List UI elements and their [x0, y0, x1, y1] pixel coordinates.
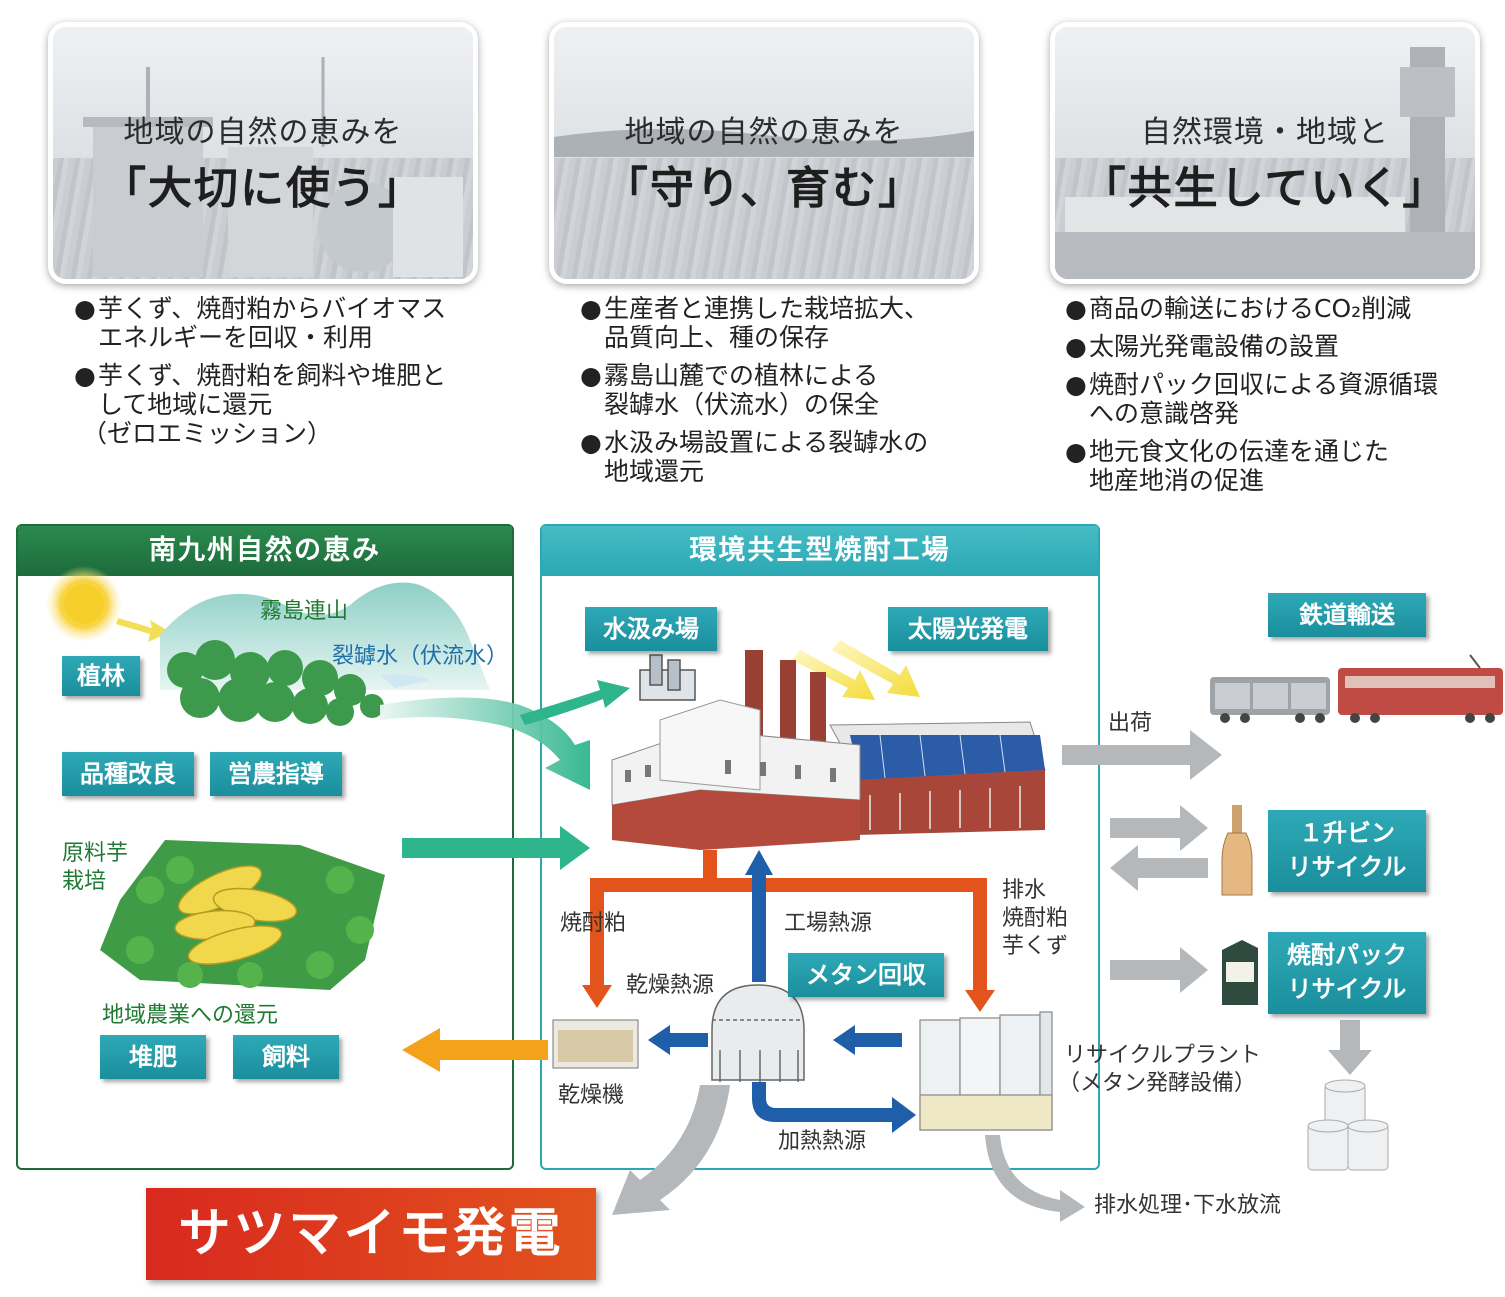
train-icon: [1210, 654, 1503, 723]
factory-icon: [611, 650, 1046, 850]
water-station-label: 水汲み場: [585, 607, 717, 651]
sweet-potato-icon: [174, 865, 298, 965]
solar-ray-1: [792, 650, 875, 700]
plant-label-line1: リサイクルプラント: [1064, 1043, 1261, 1068]
toilet-paper-icon: [1307, 1079, 1389, 1171]
bottle-in-arrow: [1110, 845, 1208, 891]
bullet-item: ●芋くず、焼酎粕を飼料や堆肥と して地域に還元 （ゼロエミッション）: [74, 361, 447, 448]
bottle-recycle-line1: １升ビン: [1299, 819, 1395, 847]
ship-label: 出荷: [1108, 711, 1153, 736]
bottle-recycle-line2: リサイクル: [1287, 853, 1407, 881]
feed-label: 飼料: [233, 1035, 339, 1079]
card-coexist: 自然環境・地域と 「共生していく」: [1050, 22, 1480, 284]
pack-recycle-line1: 焼酎パック: [1287, 941, 1407, 969]
drying-heat-arrow: [668, 1033, 708, 1047]
drain-label: 排水処理･下水放流: [1094, 1193, 1282, 1218]
return-arrow: [402, 1028, 548, 1072]
card-use-line1: 地域の自然の恵みを: [123, 115, 403, 150]
methane-label: メタン回収: [788, 953, 944, 997]
heating-heat-label: 加熱熱源: [778, 1129, 867, 1154]
heating-heat-arrow: [752, 1082, 916, 1133]
water-arrow-to-station: [520, 680, 630, 725]
waste-label-line1: 排水: [1002, 878, 1047, 903]
factory-panel: 環境共生型焼酎工場: [540, 524, 1100, 1170]
solar-ray-2: [832, 640, 920, 697]
waste-label-line2: 焼酎粕: [1002, 906, 1069, 931]
ship-arrow: [1062, 730, 1222, 780]
solar-label: 太陽光発電: [888, 607, 1048, 651]
field-photo: [554, 128, 974, 157]
card-use-line2: 「大切に使う」: [102, 163, 424, 214]
bullet-item: ●商品の輸送におけるCO₂削減: [1065, 294, 1412, 323]
bottle-icon: [1221, 805, 1253, 896]
forest-icon: [167, 640, 384, 726]
dryer-label: 乾燥機: [558, 1083, 625, 1108]
pack-recycle-line2: リサイクル: [1287, 975, 1407, 1003]
card-protect: 地域の自然の恵みを 「守り、育む」: [549, 22, 979, 284]
bottle-recycle-label: １升ビン リサイクル: [1268, 810, 1426, 892]
mountain-label: 霧島連山: [260, 599, 349, 624]
breeding-label: 品種改良: [62, 752, 194, 796]
bullet-item: ●霧島山麓での植林による 裂罅水（伏流水）の保全: [580, 361, 880, 419]
crop-label-line2: 栽培: [62, 869, 107, 894]
power-banner: サツマイモ発電: [146, 1188, 596, 1280]
card-use: 地域の自然の恵みを 「大切に使う」: [48, 22, 478, 284]
dryer-icon: [552, 1019, 639, 1069]
bullet-item: ●生産者と連携した栽培拡大、 品質向上、種の保存: [580, 294, 930, 352]
lees-label: 焼酎粕: [560, 911, 627, 936]
card-protect-line1: 地域の自然の恵みを: [624, 115, 904, 150]
guidance-label: 営農指導: [210, 752, 342, 796]
power-arrow: [612, 1085, 730, 1215]
event-photo: [1055, 47, 1475, 279]
bottle-out-arrow: [1110, 805, 1208, 851]
methane-arrow: [852, 1033, 902, 1047]
card-coexist-line1: 自然環境・地域と: [1141, 115, 1389, 150]
crop-label-line1: 原料芋: [62, 841, 129, 866]
return-label: 地域農業への還元: [102, 1003, 279, 1028]
afforestation-label: 植林: [62, 656, 140, 696]
crop-arrow: [402, 826, 590, 870]
lees-flow-arrow: [590, 850, 987, 990]
shochu-pack-icon: [1222, 940, 1258, 1005]
drain-arrow: [985, 1135, 1085, 1222]
bullets-coexist: ●商品の輸送におけるCO₂削減 ●太陽光発電設備の設置 ●焼酎パック回収による資…: [1065, 294, 1485, 504]
rail-label: 鉄道輸送: [1268, 593, 1426, 637]
bullet-item: ●地元食文化の伝達を通じた 地産地消の促進: [1065, 437, 1390, 495]
methane-tank-icon: [711, 984, 805, 1082]
sunray-arrow: [116, 618, 170, 642]
compost-label: 堆肥: [100, 1035, 206, 1079]
pack-arrow: [1110, 947, 1208, 993]
bullets-use: ●芋くず、焼酎粕からバイオマス エネルギーを回収・利用 ●芋くず、焼酎粕を飼料や…: [74, 294, 494, 457]
drying-heat-label: 乾燥熱源: [626, 973, 715, 998]
waste-label-line3: 芋くず: [1002, 934, 1069, 959]
factory-panel-title: 環境共生型焼酎工場: [542, 526, 1098, 576]
bullets-protect: ●生産者と連携した栽培拡大、 品質向上、種の保存 ●霧島山麓での植林による 裂罅…: [580, 294, 1000, 495]
paper-arrow: [1328, 1020, 1372, 1075]
nature-panel: 南九州自然の恵み: [16, 524, 514, 1170]
factory-photo: [83, 57, 463, 277]
water-label: 裂罅水（伏流水）: [332, 644, 509, 669]
nature-panel-title: 南九州自然の恵み: [18, 526, 512, 576]
card-coexist-line2: 「共生していく」: [1081, 163, 1449, 214]
bullet-item: ●水汲み場設置による裂罅水の 地域還元: [580, 428, 929, 486]
factory-heat-label: 工場熱源: [784, 911, 873, 936]
bullet-item: ●焼酎パック回収による資源循環 への意識啓発: [1065, 370, 1439, 428]
plant-label-line2: （メタン発酵設備）: [1058, 1071, 1257, 1096]
bullet-item: ●芋くず、焼酎粕からバイオマス エネルギーを回収・利用: [74, 294, 447, 352]
factory-heat-arrow: [752, 872, 766, 982]
recycle-plant-icon: [919, 1011, 1053, 1131]
card-protect-line2: 「守り、育む」: [603, 163, 925, 214]
water-station-icon: [639, 654, 696, 701]
bullet-item: ●太陽光発電設備の設置: [1065, 332, 1340, 361]
pack-recycle-label: 焼酎パック リサイクル: [1268, 932, 1426, 1014]
